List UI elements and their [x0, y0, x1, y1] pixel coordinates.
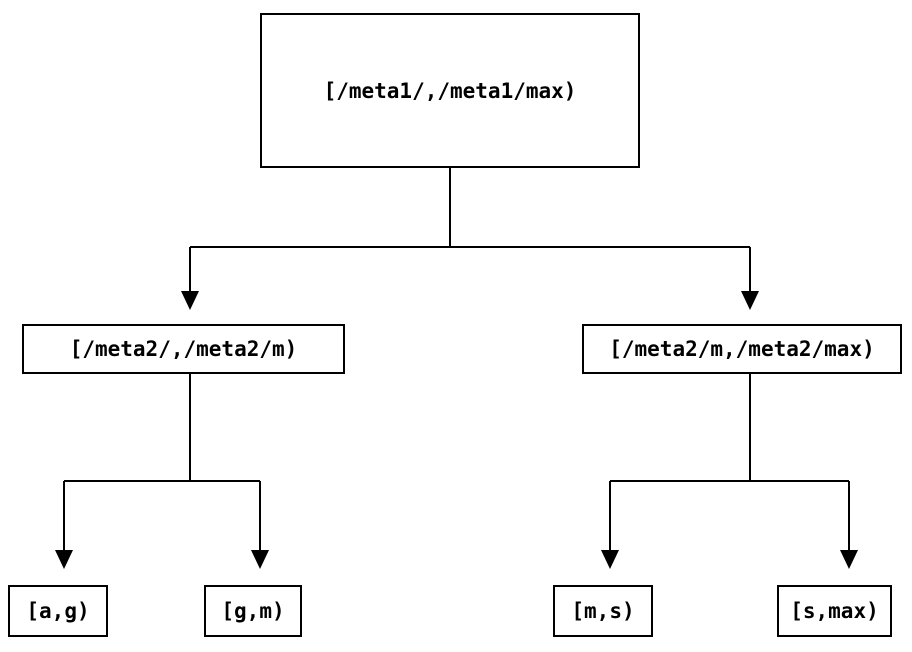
node-leaf-gm: [g,m)	[204, 585, 302, 637]
arrow-down-icon	[251, 550, 269, 569]
node-root: [/meta1/,/meta1/max)	[260, 13, 640, 168]
arrow-down-icon	[181, 291, 199, 310]
arrow-down-icon	[55, 550, 73, 569]
node-meta2-right-label: [/meta2/m,/meta2/max)	[609, 337, 875, 361]
arrow-down-icon	[601, 550, 619, 569]
node-leaf-ms-label: [m,s)	[571, 599, 635, 623]
node-leaf-ag-label: [a,g)	[26, 599, 90, 623]
node-leaf-gm-label: [g,m)	[221, 599, 285, 623]
arrow-down-icon	[840, 550, 858, 569]
node-leaf-smax-label: [s,max)	[790, 599, 879, 623]
node-meta2-left-label: [/meta2/,/meta2/m)	[69, 337, 298, 361]
node-meta2-right: [/meta2/m,/meta2/max)	[582, 324, 902, 374]
node-leaf-ag: [a,g)	[8, 585, 108, 637]
arrow-down-icon	[741, 291, 759, 310]
node-root-label: [/meta1/,/meta1/max)	[323, 78, 577, 103]
node-leaf-smax: [s,max)	[777, 585, 892, 637]
node-leaf-ms: [m,s)	[553, 585, 653, 637]
node-meta2-left: [/meta2/,/meta2/m)	[22, 324, 345, 374]
